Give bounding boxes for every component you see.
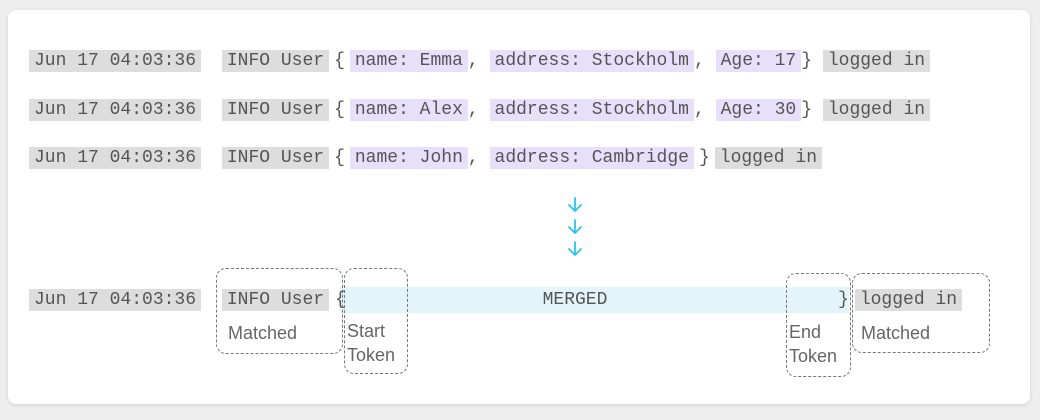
info-user-token: INFO User: [221, 289, 330, 311]
logged-in-token: logged in: [854, 289, 963, 311]
end-token-caption-2: Token: [789, 346, 838, 366]
merged-row-end: }logged in: [838, 287, 963, 313]
matched-right-box: [852, 273, 990, 353]
comma: ,: [467, 100, 479, 120]
matched-left-caption: Matched: [228, 323, 298, 343]
timestamp-token: Jun 17 04:03:36: [29, 99, 202, 121]
down-arrow-icon: [568, 197, 582, 212]
logged-in-token: logged in: [822, 99, 931, 121]
info-user-token: INFO User: [221, 50, 330, 72]
info-user-token: INFO User: [221, 99, 330, 121]
matched-left-box: [216, 268, 343, 354]
end-token-caption-1: End: [789, 322, 822, 342]
timestamp-token: Jun 17 04:03:36: [29, 289, 202, 311]
field-name: name: John: [349, 147, 468, 169]
start-token-box: [344, 268, 408, 374]
close-brace: }: [801, 100, 813, 120]
end-token-box: [786, 273, 851, 377]
comma: ,: [467, 51, 479, 71]
open-brace: {: [334, 100, 345, 120]
timestamp-token: Jun 17 04:03:36: [29, 147, 202, 169]
field-name: name: Emma: [349, 50, 468, 72]
diagram-card: [8, 10, 1030, 404]
merged-label: MERGED: [542, 290, 608, 310]
log-row-3: Jun 17 04:03:36 INFO User{name: John, ad…: [29, 145, 822, 171]
down-arrow-icon: [568, 219, 582, 234]
matched-right-caption: Matched: [861, 323, 931, 343]
comma: ,: [693, 100, 705, 120]
merged-region: [340, 287, 849, 313]
close-brace: }: [698, 148, 710, 168]
open-brace: {: [334, 148, 345, 168]
field-age: Age: 17: [715, 50, 802, 72]
down-arrow-icon: [568, 241, 582, 256]
open-brace: {: [334, 51, 345, 71]
down-arrows: [568, 197, 582, 256]
field-address: address: Cambridge: [489, 147, 694, 169]
open-brace: {: [335, 290, 346, 310]
log-row-1: Jun 17 04:03:36 INFO User{name: Emma, ad…: [29, 48, 931, 74]
close-brace: }: [801, 51, 813, 71]
timestamp-token: Jun 17 04:03:36: [29, 50, 202, 72]
field-name: name: Alex: [349, 99, 468, 121]
info-user-token: INFO User: [221, 147, 330, 169]
comma: ,: [693, 51, 705, 71]
start-token-caption-1: Start: [347, 321, 386, 341]
log-row-2: Jun 17 04:03:36 INFO User{name: Alex, ad…: [29, 97, 931, 123]
field-address: address: Stockholm: [489, 99, 694, 121]
comma: ,: [467, 148, 479, 168]
close-brace: }: [838, 290, 849, 310]
field-address: address: Stockholm: [489, 50, 694, 72]
merged-row: Jun 17 04:03:36 INFO User{: [29, 287, 346, 313]
field-age: Age: 30: [715, 99, 802, 121]
start-token-caption-2: Token: [347, 345, 396, 365]
logged-in-token: logged in: [822, 50, 931, 72]
logged-in-token: logged in: [714, 147, 822, 169]
